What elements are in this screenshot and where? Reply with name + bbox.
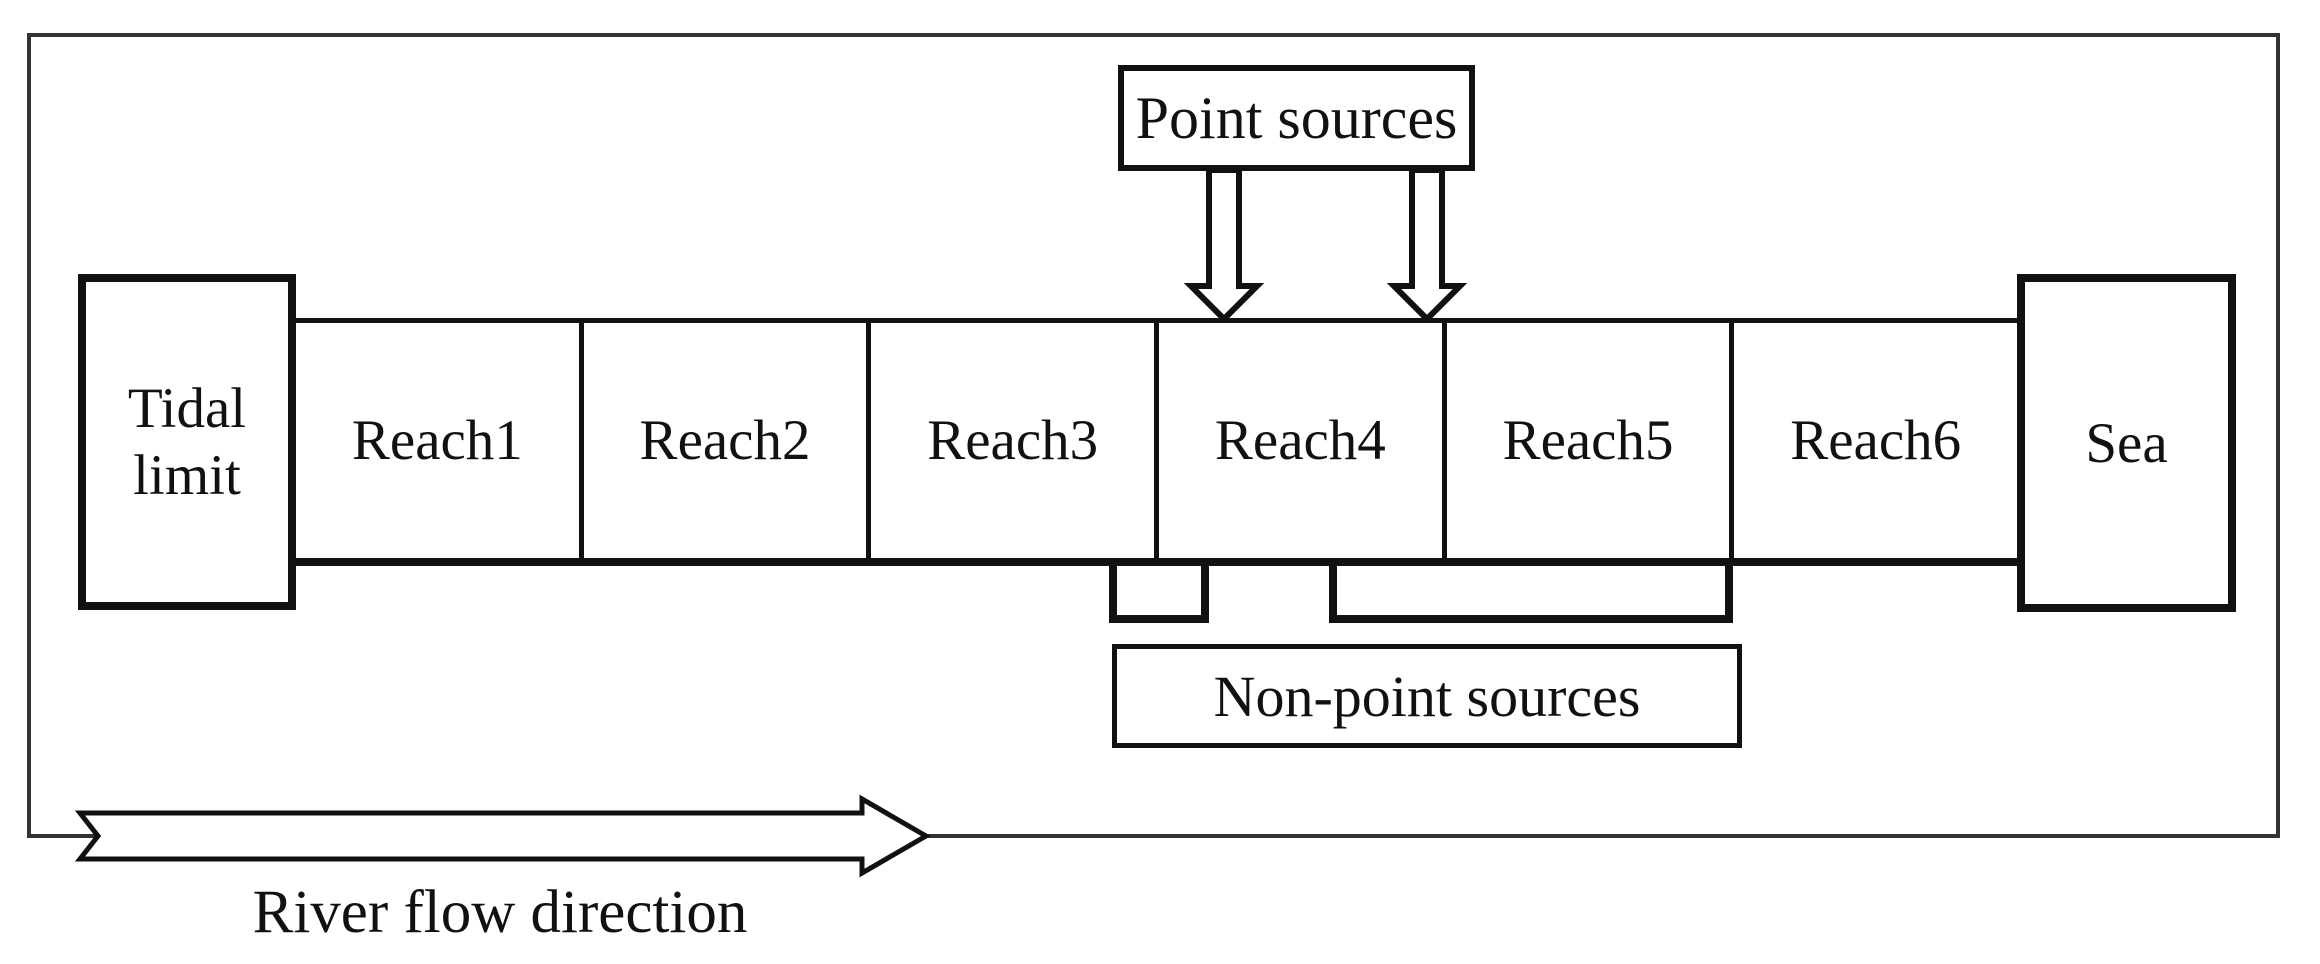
- reach-cell-4: Reach4: [1159, 323, 1447, 558]
- river-flow-direction-label: River flow direction: [252, 879, 748, 946]
- reach-cell-2: Reach2: [584, 323, 872, 558]
- reach4-label: Reach4: [1214, 409, 1386, 472]
- tidal-limit-label-line2: limit: [133, 444, 241, 507]
- point-sources-box: Point sources: [1118, 65, 1475, 171]
- reach5-label: Reach5: [1502, 409, 1674, 472]
- reach1-label: Reach1: [351, 409, 523, 472]
- non-point-sources-box: Non-point sources: [1112, 644, 1742, 748]
- reach-cell-6: Reach6: [1734, 323, 2017, 558]
- non-point-sources-label: Non-point sources: [1213, 663, 1641, 729]
- tidal-limit-label-line1: Tidal: [127, 376, 247, 440]
- non-point-bracket-large: [1329, 566, 1733, 623]
- tidal-limit-box: Tidal limit: [78, 274, 296, 610]
- reach2-label: Reach2: [639, 409, 811, 472]
- reach-cell-1: Reach1: [296, 323, 584, 558]
- river-channel: Reach1 Reach2 Reach3 Reach4 Reach5 Reach…: [296, 318, 2017, 566]
- reach-cell-3: Reach3: [871, 323, 1160, 558]
- reach3-label: Reach3: [927, 409, 1099, 472]
- diagram-frame: [27, 33, 2280, 838]
- sea-box: Sea: [2017, 274, 2236, 612]
- non-point-bracket-small: [1109, 566, 1209, 623]
- point-sources-label: Point sources: [1135, 84, 1458, 151]
- sea-label: Sea: [2085, 411, 2168, 475]
- reach-cell-5: Reach5: [1447, 323, 1735, 558]
- reach6-label: Reach6: [1790, 409, 1962, 472]
